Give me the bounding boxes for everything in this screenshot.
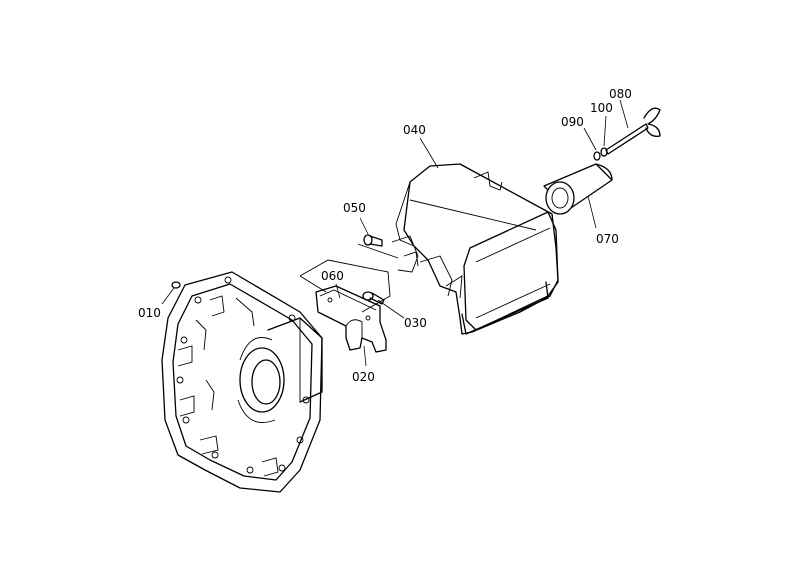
part-030-bolt bbox=[362, 291, 385, 305]
part-100-washer bbox=[600, 147, 608, 157]
label-100: 100 bbox=[590, 101, 613, 115]
label-090: 090 bbox=[561, 115, 584, 129]
label-060: 060 bbox=[321, 269, 344, 283]
part-060-plate bbox=[299, 259, 391, 313]
label-040: 040 bbox=[403, 123, 426, 137]
part-020-bracket bbox=[315, 285, 387, 353]
part-070-sleeve bbox=[543, 163, 613, 215]
part-080-handle bbox=[605, 107, 661, 155]
part-010-pin bbox=[171, 281, 181, 289]
leader-lines bbox=[161, 99, 629, 367]
callout-labels: 010 020 030 040 050 060 070 080 090 100 bbox=[138, 87, 632, 384]
part-040-cover bbox=[391, 163, 559, 335]
label-070: 070 bbox=[596, 232, 619, 246]
label-080: 080 bbox=[609, 87, 632, 101]
flywheel-housing bbox=[161, 271, 323, 493]
label-020: 020 bbox=[352, 370, 375, 384]
part-090-washer bbox=[593, 151, 601, 161]
part-050-screw bbox=[363, 234, 383, 247]
label-010: 010 bbox=[138, 306, 161, 320]
label-050: 050 bbox=[343, 201, 366, 215]
label-030: 030 bbox=[404, 316, 427, 330]
